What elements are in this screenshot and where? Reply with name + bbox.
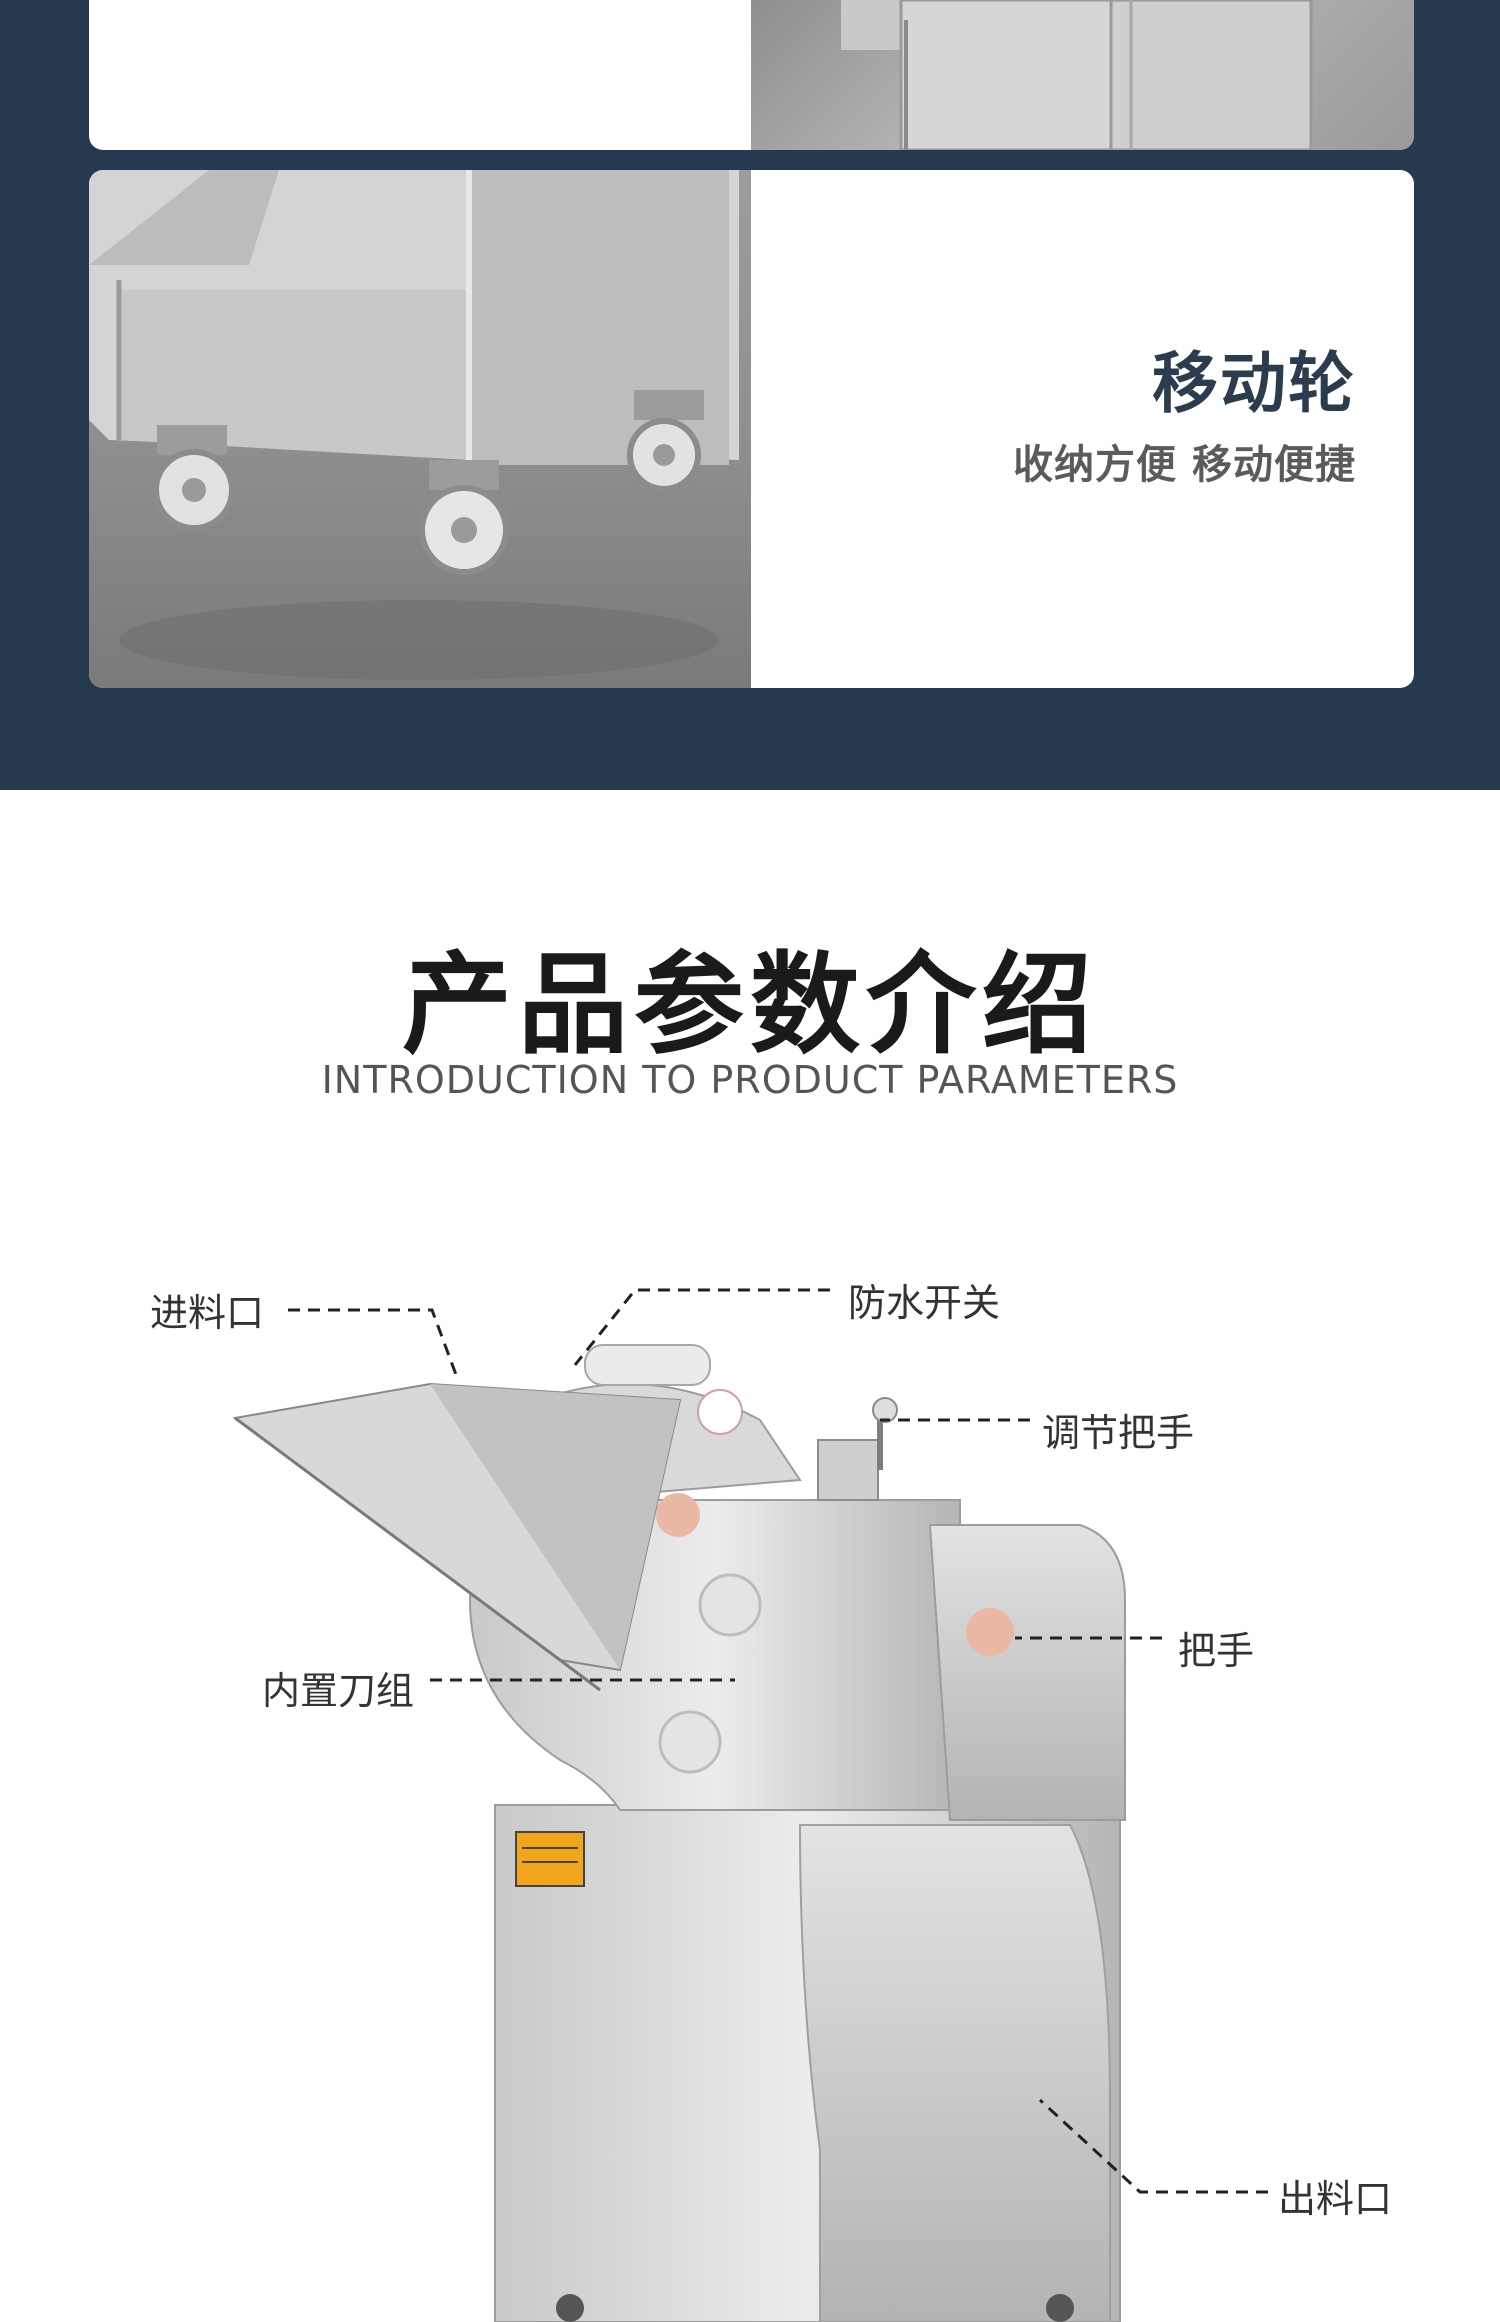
warning-label-icon xyxy=(515,1831,585,1887)
machine-top-illustration xyxy=(841,0,1313,150)
wheel-middle xyxy=(419,460,509,575)
feature-card-wheels: 移动轮 收纳方便 移动便捷 xyxy=(89,170,1414,688)
callout-waterproof-switch: 防水开关 xyxy=(848,1281,1001,1325)
knob-icon xyxy=(656,1493,1014,1656)
machine-top-photo xyxy=(751,0,1414,150)
callout-handle: 把手 xyxy=(1178,1629,1255,1673)
feature-band: 移动轮 收纳方便 移动便捷 xyxy=(0,0,1500,790)
feature-subtitle: 收纳方便 移动便捷 xyxy=(1013,442,1356,488)
callout-built-in-blades: 内置刀组 xyxy=(262,1669,415,1713)
wheels-photo xyxy=(89,170,751,688)
machine-base xyxy=(494,1804,1121,2322)
feature-card-previous xyxy=(89,0,1414,150)
machine-diagram xyxy=(232,1288,1268,2322)
feature-title: 移动轮 xyxy=(1152,345,1356,422)
callout-adjust-handle: 调节把手 xyxy=(1042,1411,1195,1455)
wheel-right xyxy=(627,390,704,492)
machine-hopper xyxy=(232,1382,682,1692)
section-title: 产品参数介绍 xyxy=(402,941,1098,1069)
wheel-left xyxy=(153,425,235,531)
wheels-illustration xyxy=(89,170,739,680)
callout-outlet: 出料口 xyxy=(1278,2177,1393,2221)
section-subtitle: INTRODUCTION TO PRODUCT PARAMETERS xyxy=(321,1058,1179,1102)
callout-inlet: 进料口 xyxy=(150,1291,265,1335)
callout-lines xyxy=(288,1288,1268,2194)
